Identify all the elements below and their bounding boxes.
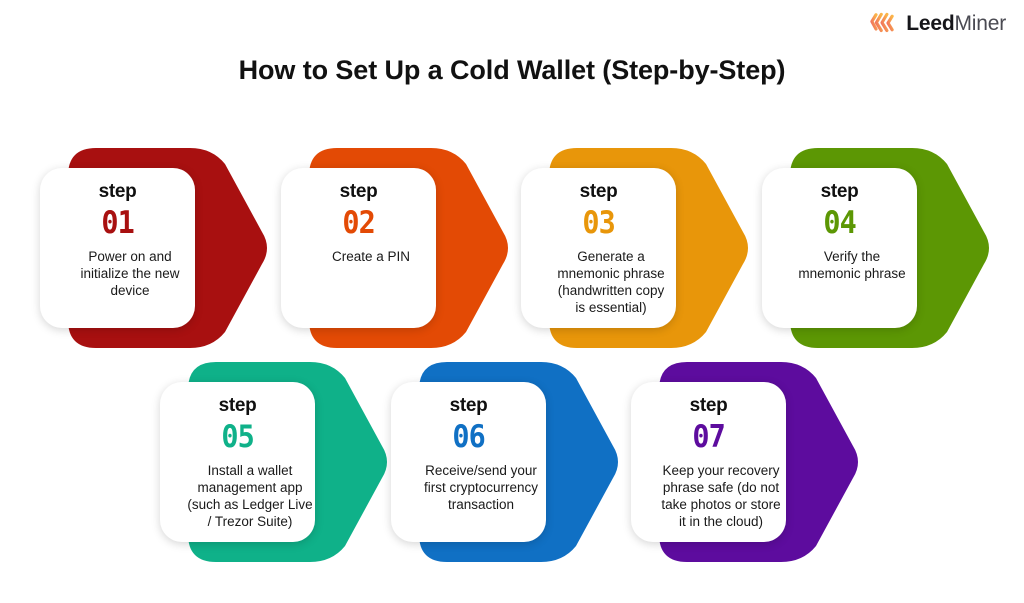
brand-logo: LeedMiner <box>867 8 1006 38</box>
step-word-label: step <box>218 395 257 416</box>
step-description: Receive/send your first cryptocurrency t… <box>423 463 539 512</box>
leedminer-logo-icon <box>870 12 894 33</box>
page-title: How to Set Up a Cold Wallet (Step-by-Ste… <box>238 55 786 85</box>
brand-name: LeedMiner <box>906 13 1006 34</box>
brand-name-light: Miner <box>954 11 1006 35</box>
step-word-label: step <box>449 395 488 416</box>
step-description: Install a wallet management app (such as… <box>187 463 313 529</box>
step-description: Power on and initialize the new device <box>80 249 180 298</box>
step-description: Verify the mnemonic phrase <box>798 249 906 281</box>
step-description: Create a PIN <box>331 249 411 264</box>
step-word-label: step <box>579 181 618 202</box>
step-number: 04 <box>823 205 856 241</box>
step-word-label: step <box>689 395 728 416</box>
step-word-label: step <box>339 181 378 202</box>
step-word-label: step <box>820 181 859 202</box>
step-number: 07 <box>692 419 725 455</box>
brand-name-strong: Leed <box>906 11 955 35</box>
step-number: 06 <box>452 419 485 455</box>
step-description: Generate a mnemonic phrase (handwritten … <box>557 249 665 315</box>
step-number: 02 <box>342 205 375 241</box>
step-number: 03 <box>582 205 615 241</box>
step-number: 05 <box>221 419 254 455</box>
step-description: Keep your recovery phrase safe (do not t… <box>661 463 781 529</box>
step-word-label: step <box>98 181 137 202</box>
step-number: 01 <box>101 205 134 241</box>
